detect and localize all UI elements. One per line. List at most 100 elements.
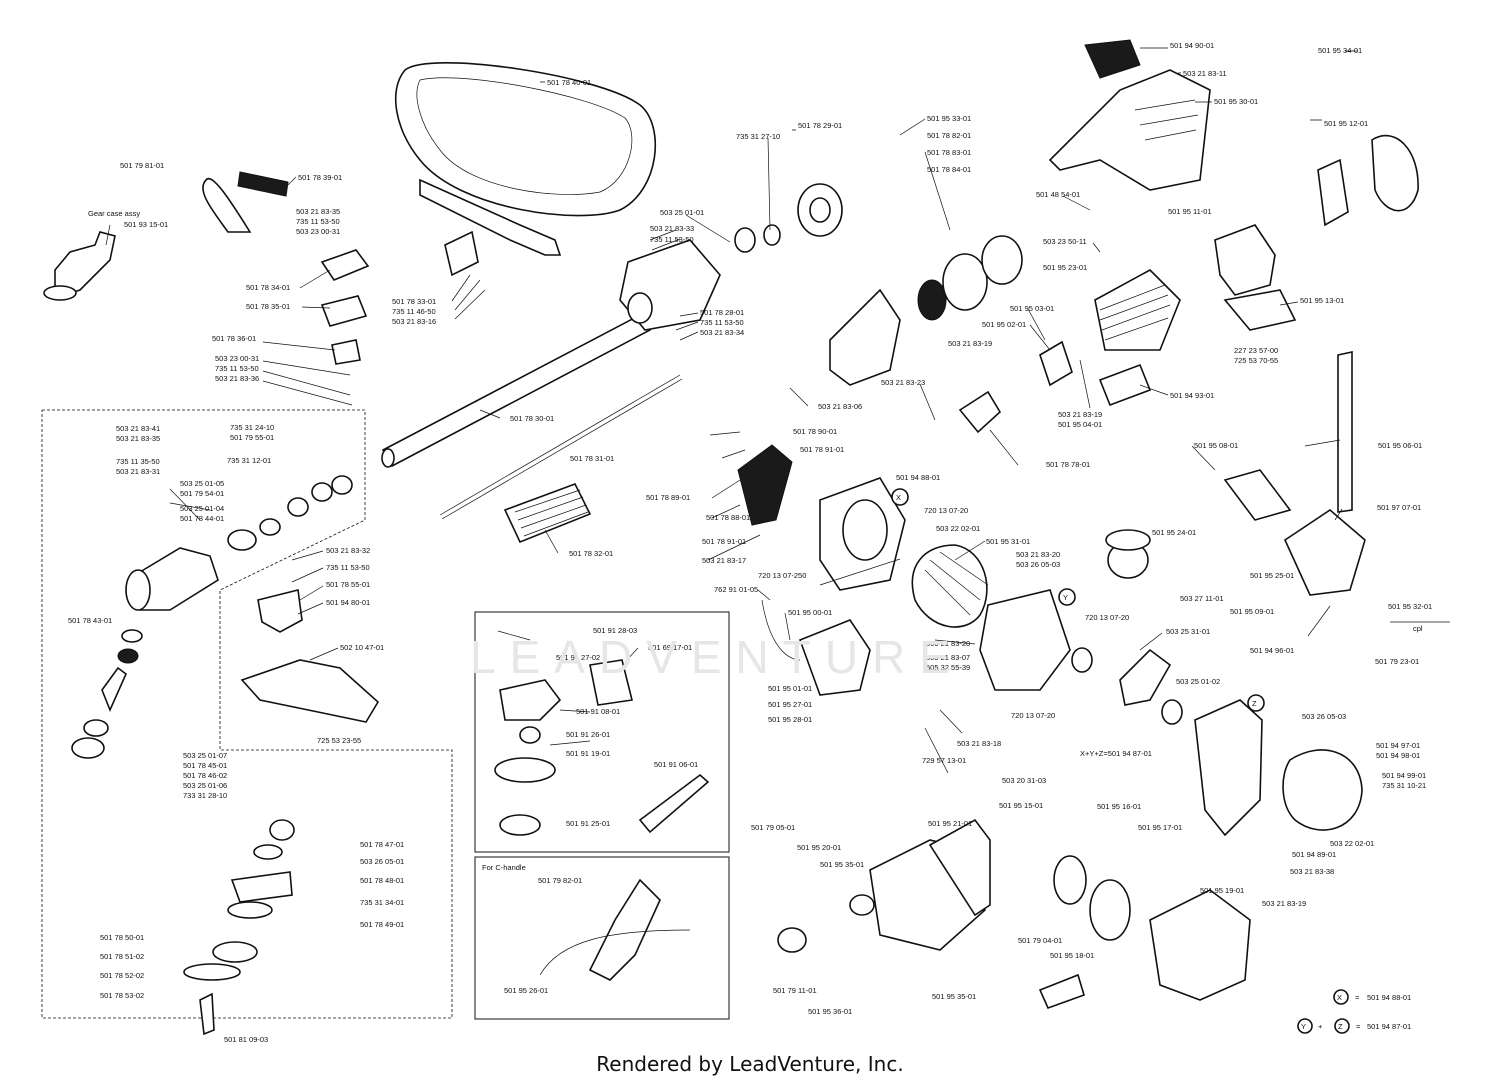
part-label: 501 95 23-01 — [1043, 263, 1087, 272]
fuel-cap — [777, 927, 807, 953]
part-label: 501 95 34-01 — [1318, 46, 1362, 55]
washer-1 — [259, 518, 281, 536]
part-label: 503 21 83-35 — [296, 207, 340, 216]
legend-yz-value: 501 94 87-01 — [1367, 1022, 1411, 1031]
part-label: 725 53 23-55 — [317, 736, 361, 745]
trimmer-spring — [519, 726, 541, 744]
trimmer-head-box — [474, 611, 730, 853]
part-label: 501 95 35-01 — [820, 860, 864, 869]
part-label: 735 31 34-01 — [360, 898, 404, 907]
part-label: 720 13 07-20 — [1011, 711, 1055, 720]
carburetor-assy — [1283, 508, 1366, 596]
part-label: 503 21 83-20 — [1016, 550, 1060, 559]
part-label: 503 21 83-35 — [116, 434, 160, 443]
part-label: 501 78 33-01 — [392, 297, 436, 306]
part-label: 501 78 90-01 — [793, 427, 837, 436]
part-label: 501 78 91-01 — [800, 445, 844, 454]
part-label: 501 78 28-01 — [700, 308, 744, 317]
part-label: 503 21 83-19 — [948, 339, 992, 348]
part-label: 501 78 43-01 — [68, 616, 112, 625]
trimmer-knob — [499, 814, 541, 836]
harness-belt — [394, 62, 657, 217]
air-filter-cover — [829, 288, 901, 386]
intake-plate — [1223, 469, 1292, 521]
part-label: 227 23 57-00 — [1234, 346, 1278, 355]
bearing-3 — [287, 497, 309, 517]
part-label: 501 95 12-01 — [1324, 119, 1368, 128]
part-label: 503 21 83-32 — [326, 546, 370, 555]
y-marker-letter: Y — [1063, 593, 1068, 602]
carb-tube — [1337, 351, 1353, 513]
part-label: 501 95 26-01 — [504, 986, 548, 995]
part-label: 733 31 28-10 — [183, 791, 227, 800]
starter-pulley — [1053, 855, 1087, 905]
parts-diagram: Gear case assy For C-handle X+Y+Z=501 94… — [41, 39, 1450, 1044]
part-label: 501 78 47-01 — [360, 840, 404, 849]
cover-fins — [1134, 99, 1199, 141]
part-label: 501 78 44-01 — [180, 514, 224, 523]
bolt — [199, 992, 215, 1036]
part-label: 503 21 83-17 — [702, 556, 746, 565]
part-label: 503 25 01-02 — [1176, 677, 1220, 686]
ignition-module — [798, 619, 871, 696]
part-label: 502 10 47-01 — [340, 643, 384, 652]
part-label: 501 95 33-01 — [927, 114, 971, 123]
c-handle-cable — [539, 929, 691, 976]
part-label: 501 79 82-01 — [538, 876, 582, 885]
part-label: 503 25 01-06 — [183, 781, 227, 790]
cpl-note: cpl — [1413, 624, 1423, 633]
c-handle-box — [474, 856, 730, 1020]
legend-z-letter: Z — [1338, 1022, 1343, 1031]
debris-shield — [240, 659, 380, 723]
part-label: 735 11 46-50 — [392, 307, 436, 316]
ignition-lead — [761, 599, 801, 661]
part-label: 501 48 54-01 — [1036, 190, 1080, 199]
part-label: 501 79 81-01 — [120, 161, 164, 170]
part-label: 501 95 24-01 — [1152, 528, 1196, 537]
part-label: 503 21 83-16 — [392, 317, 436, 326]
part-label: 501 78 49-01 — [360, 920, 404, 929]
part-label: 501 78 91-01 — [702, 537, 746, 546]
part-label: 501 79 54-01 — [180, 489, 224, 498]
y-marker-circle — [1058, 588, 1076, 606]
part-label: 503 21 83-23 — [881, 378, 925, 387]
part-label: 503 20 31-03 — [1002, 776, 1046, 785]
throttle-grip — [503, 483, 592, 544]
engine-cover — [1048, 69, 1211, 191]
gear-case-dash-box — [41, 409, 453, 1019]
ring-1 — [311, 482, 333, 502]
part-label: 501 95 00-01 — [788, 608, 832, 617]
part-label: 501 78 46-02 — [183, 771, 227, 780]
fuel-cap-2 — [849, 894, 875, 916]
part-label: 501 95 06-01 — [1378, 441, 1422, 450]
tank-cover — [928, 818, 991, 917]
part-label: 503 25 31-01 — [1166, 627, 1210, 636]
part-label: 501 78 36-01 — [212, 334, 256, 343]
part-label: 501 79 05-01 — [751, 823, 795, 832]
part-label: 501 78 52-02 — [100, 971, 144, 980]
legend-x-value: 501 94 88-01 — [1367, 993, 1411, 1002]
part-label: 505 32 55-39 — [926, 663, 970, 672]
spark-arrestor — [1371, 134, 1419, 212]
part-label: 501 91 19-01 — [566, 749, 610, 758]
blade-nut — [269, 819, 295, 841]
part-label: 725 53 70-55 — [1234, 356, 1278, 365]
blade — [183, 963, 241, 981]
part-label: 501 91 06-01 — [654, 760, 698, 769]
part-label: 501 91 27-02 — [556, 653, 600, 662]
clutch-assy — [1282, 749, 1363, 831]
muffler — [1214, 224, 1276, 296]
throttle-grip-texture — [514, 489, 589, 537]
part-label: 501 91 08-01 — [576, 707, 620, 716]
part-label: 501 94 80-01 — [326, 598, 370, 607]
part-label: 503 27 11-01 — [1180, 594, 1224, 603]
part-label: 501 95 31-01 — [986, 537, 1030, 546]
filter-element — [917, 279, 947, 321]
legend-z-circle — [1334, 1018, 1350, 1034]
part-label: 501 95 11-01 — [1168, 207, 1212, 216]
seal — [121, 629, 143, 643]
harness-inner — [416, 77, 633, 195]
legend-yz-eq: = — [1356, 1022, 1361, 1031]
handle-clamp-lower — [320, 295, 368, 327]
support-flange — [212, 941, 258, 963]
